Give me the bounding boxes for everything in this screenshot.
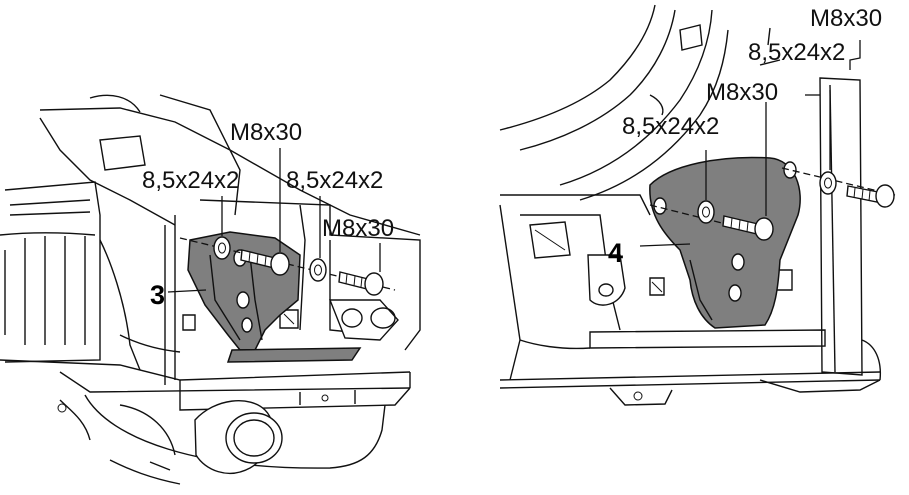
bolt-middle-icon [722, 215, 774, 241]
item-number-3: 3 [150, 280, 165, 310]
callout-washer-left: 8,5x24x2 [142, 167, 239, 194]
washer-lower-icon [697, 200, 715, 224]
callout-bolt-top: M8x30 [810, 5, 882, 32]
bracket-item-4 [649, 156, 801, 329]
washer-right-icon [309, 258, 327, 282]
left-vehicle-frame [0, 94, 421, 485]
bolt-right-icon [338, 271, 384, 296]
right-leaders [639, 40, 861, 247]
callout-washer-top: 8,5x24x2 [748, 39, 845, 66]
callout-washer-right: 8,5x24x2 [286, 167, 383, 194]
left-hardware [179, 236, 396, 296]
callout-bolt-upper: M8x30 [230, 119, 302, 146]
right-view: M8x30 8,5x24x2 M8x30 8,5x24x2 4 [499, 4, 896, 406]
item-number-4: 4 [608, 238, 623, 268]
callout-washer-lower: 8,5x24x2 [622, 113, 719, 140]
bolt-left-icon [240, 249, 290, 276]
callout-bolt-middle: M8x30 [706, 79, 778, 106]
right-hardware [649, 167, 896, 241]
left-view: M8x30 8,5x24x2 8,5x24x2 M8x30 3 [0, 94, 421, 485]
left-leaders [167, 148, 381, 293]
washer-top-icon [819, 171, 837, 195]
washer-left-icon [213, 236, 231, 260]
bolt-top-icon [846, 184, 895, 208]
callout-bolt-right: M8x30 [322, 215, 394, 242]
